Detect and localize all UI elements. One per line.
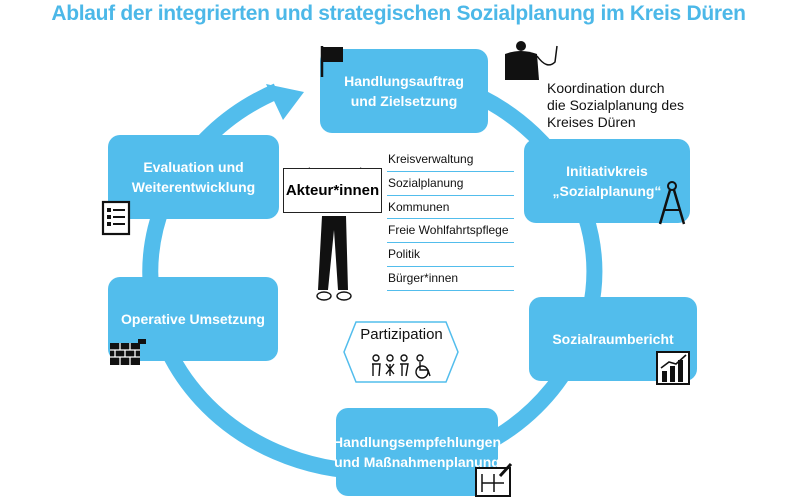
cycle-arrowhead [266, 84, 304, 120]
compass-icon [658, 181, 686, 225]
page-title: Ablauf der integrierten und strategische… [51, 2, 746, 25]
list-item: Sozialplanung [387, 172, 514, 196]
step-initiativkreis: Initiativkreis„Sozialplanung“ [524, 139, 690, 223]
checklist-icon [101, 200, 131, 236]
person-holding-sign-icon [301, 167, 369, 301]
list-item: Freie Wohlfahrtspflege [387, 219, 514, 244]
participation-label: Partizipation [360, 326, 443, 343]
people-icon [372, 354, 431, 379]
flag-icon [320, 46, 343, 77]
list-item: Politik [387, 243, 514, 267]
coordination-note: Koordination durch die Sozialplanung des… [547, 80, 684, 130]
actors-list: Kreisverwaltung Sozialplanung Kommunen F… [387, 148, 514, 291]
participation-hexagon [343, 321, 459, 383]
presenter-figure-icon [505, 41, 558, 80]
bar-chart-icon [656, 351, 690, 385]
brick-wall-icon [110, 339, 146, 365]
list-item: Kommunen [387, 196, 514, 220]
list-item: Kreisverwaltung [387, 148, 514, 172]
blueprint-icon [475, 462, 513, 497]
actors-sign: Akteur*innen [283, 168, 382, 213]
list-item: Bürger*innen [387, 267, 514, 291]
